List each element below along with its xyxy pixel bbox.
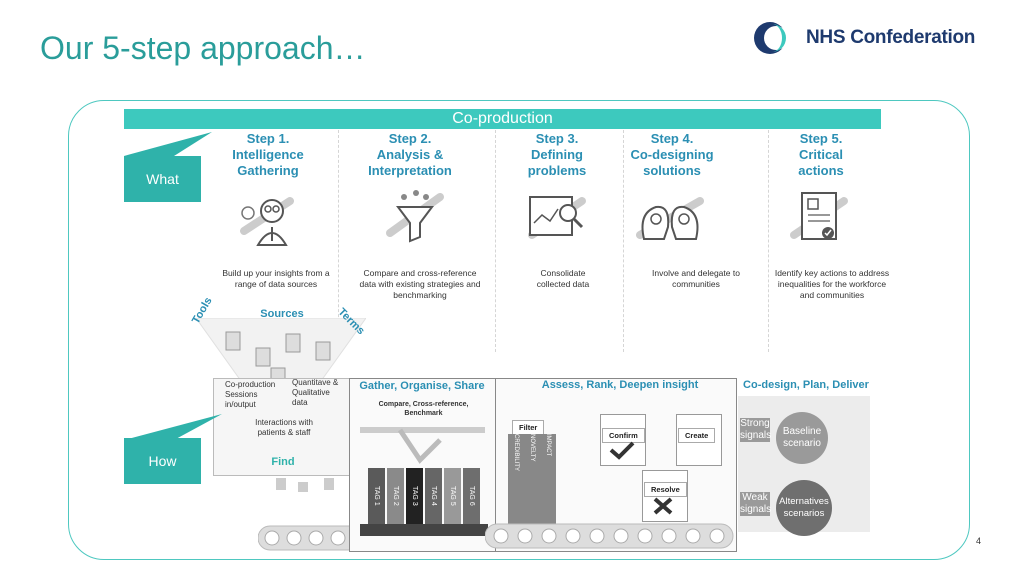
- step-5-name: Critical actions: [798, 147, 844, 178]
- step-5-description: Identify key actions to address inequali…: [774, 268, 890, 300]
- page-title: Our 5-step approach…: [40, 30, 366, 66]
- tag-binder: TAG 5: [444, 468, 461, 524]
- how-callout-pointer: [124, 414, 222, 440]
- create-label: Create: [678, 428, 716, 443]
- sources-label: Sources: [260, 308, 304, 320]
- tag-binder: TAG 3: [406, 468, 423, 524]
- alternatives-scenario-label: Alternatives scenarios: [779, 496, 829, 519]
- gather-label: Gather, Organise, Share: [359, 380, 485, 392]
- compare-label: Compare, Cross-reference, Benchmark: [378, 401, 469, 417]
- impact-label: IMPACT: [545, 434, 551, 457]
- check-icon: [609, 441, 635, 460]
- co-design-heads-icon: [636, 197, 704, 240]
- thinker-icon: [240, 197, 294, 246]
- tag-binders: TAG 1 TAG 2 TAG 3 TAG 4 TAG 5 TAG 6: [368, 468, 483, 524]
- find-label: Find: [271, 456, 295, 468]
- page-number: 4: [976, 536, 982, 546]
- baseline-scenario-label: Baseline scenario: [782, 426, 822, 449]
- nhs-confederation-logo: NHS Confederation: [752, 20, 975, 56]
- step-4-description: Involve and delegate to communities: [652, 268, 740, 289]
- checklist-icon: [790, 192, 848, 240]
- what-label: What: [124, 156, 201, 202]
- codesign-label: Co-design, Plan, Deliver: [743, 379, 869, 391]
- filter-label: Filter: [512, 420, 545, 435]
- cross-icon: [653, 497, 673, 515]
- divider: [338, 130, 339, 352]
- robot-arm-illustration: [360, 427, 485, 464]
- logo-text: NHS Confederation: [806, 27, 976, 48]
- conveyor-right: [485, 523, 734, 549]
- step-3-number: Step 3.: [535, 131, 579, 146]
- step-1-header: Step 1. Intelligence Gathering: [208, 131, 328, 179]
- assess-label: Assess, Rank, Deepen insight: [541, 379, 699, 391]
- step-1-name: Intelligence Gathering: [232, 147, 304, 178]
- divider: [495, 130, 496, 352]
- step-3-header: Step 3. Defining problems: [497, 131, 617, 179]
- step-4-number: Step 4.: [650, 131, 694, 146]
- analytics-magnifier-icon: [528, 196, 586, 239]
- tag-binder: TAG 1: [368, 468, 385, 524]
- what-callout-pointer: [124, 132, 212, 156]
- divider: [768, 130, 769, 352]
- step-1-number: Step 1.: [246, 131, 290, 146]
- interactions-text: Interactions with patients & staff: [255, 418, 313, 437]
- novelty-label: NOVELTY: [529, 434, 535, 462]
- step-2-header: Step 2. Analysis & Interpretation: [350, 131, 470, 179]
- alternatives-scenario-circle: Alternatives scenarios: [776, 480, 832, 536]
- step-2-name: Analysis & Interpretation: [368, 147, 452, 178]
- baseline-scenario-circle: Baseline scenario: [776, 412, 828, 464]
- confirm-label: Confirm: [602, 428, 645, 443]
- step-5-header: Step 5. Critical actions: [761, 131, 881, 179]
- step-3-description: Consolidate collected data: [536, 268, 590, 289]
- sources-funnel-illustration: [196, 318, 366, 389]
- approach-frame: [68, 100, 970, 560]
- strong-signals-label: Strong signals: [740, 418, 772, 442]
- find-panel: [213, 378, 350, 476]
- step-4-name: Co-designing solutions: [630, 147, 714, 178]
- co-production-banner: Co-production: [124, 109, 881, 129]
- step-2-description: Compare and cross-reference data with ex…: [359, 268, 481, 300]
- funnel-icon: [386, 190, 444, 243]
- tag-binder: TAG 6: [463, 468, 480, 524]
- filter-columns: CREDIBILITY NOVELTY IMPACT: [508, 434, 556, 524]
- step-2-number: Step 2.: [388, 131, 432, 146]
- weak-signals-label: Weak signals: [740, 492, 772, 516]
- tag-binder: TAG 4: [425, 468, 442, 524]
- how-label: How: [124, 438, 201, 484]
- co-production-sessions-text: Co-production Sessions in/output: [225, 380, 276, 409]
- conveyor-left: [258, 478, 367, 551]
- step-3-name: Defining problems: [527, 147, 587, 178]
- step-4-header: Step 4. Co-designing solutions: [612, 131, 732, 179]
- logo-mark-icon: [754, 22, 788, 54]
- step-1-description: Build up your insights from a range of d…: [222, 268, 330, 289]
- step-5-number: Step 5.: [799, 131, 843, 146]
- tag-binder: TAG 2: [387, 468, 404, 524]
- divider: [623, 130, 624, 352]
- credibility-label: CREDIBILITY: [513, 434, 519, 472]
- quantitative-qualitative-text: Quantitave & Qualitative data: [292, 378, 339, 407]
- binder-shelf: [360, 524, 488, 536]
- resolve-label: Resolve: [644, 482, 687, 497]
